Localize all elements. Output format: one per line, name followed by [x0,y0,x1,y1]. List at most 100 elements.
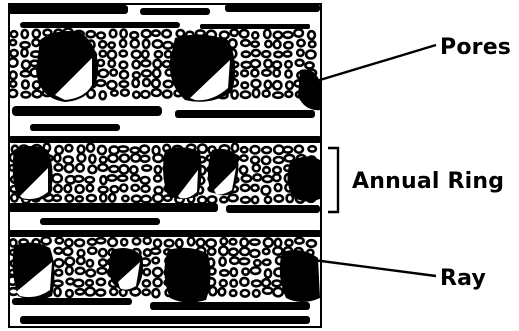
wood-cell [53,268,64,277]
wood-cell [250,183,260,193]
wood-cell [284,89,294,99]
wood-cell [95,31,107,40]
wood-cell [72,278,85,288]
wood-cell [153,49,164,59]
wood-cell [262,237,274,249]
wood-cell [140,58,152,68]
wood-cell [98,90,108,101]
wood-cell [64,265,74,276]
wood-cell [31,28,42,39]
wood-cell [271,279,283,288]
wood-cell [206,246,217,257]
wood-cell [260,68,272,78]
wood-cell [196,143,208,154]
wood-cell [131,77,141,89]
wood-cell [9,48,20,58]
wood-cell [106,236,119,248]
wood-cell [251,87,261,99]
wood-cell [248,248,261,259]
wood-cell [304,61,315,70]
wood-cell [107,58,117,69]
wood-cell [109,184,120,194]
wood-cell [139,175,151,185]
wood-cell [240,174,253,184]
pore [298,69,322,111]
wood-cell [249,58,262,69]
wood-cell [271,91,284,100]
wood-cell [248,238,261,246]
wood-cell [74,162,86,173]
wood-cell [151,287,161,299]
wood-cell [263,58,274,69]
wood-cell [98,155,108,165]
wood-cell [73,238,86,248]
wood-cell [251,30,260,40]
wood-cell [130,183,141,193]
wood-cell [97,162,109,173]
leader-lines [297,43,437,278]
wood-cell [119,183,129,193]
large-pores [12,31,322,303]
wood-cell [140,69,153,78]
wood-cell [239,145,249,154]
wood-cell [227,193,239,203]
wood-cell [119,237,129,247]
wood-cell [218,245,230,257]
wood-cell [239,90,252,100]
wood-cell [85,258,95,268]
wood-cell [304,49,317,60]
wood-cell [261,258,272,267]
wood-cell [53,286,62,298]
wood-cell [272,286,285,298]
wood-cell [75,255,86,266]
wood-cell [228,237,238,246]
wood-cell [285,193,295,204]
wood-cell [86,246,98,256]
wood-cell [307,144,318,153]
wood-cell [150,29,161,38]
wood-cell [131,90,141,100]
wood-cell [62,246,74,257]
wood-cell [106,79,118,91]
wood-cell [250,78,262,89]
wood-cell [240,38,252,48]
wood-cell [118,49,129,58]
wood-cell [252,173,263,182]
wood-cell [119,28,128,39]
wood-cell [239,183,251,193]
pore [279,250,320,302]
wood-cell [218,278,229,288]
wood-cell [141,288,152,297]
wood-cell [131,236,142,246]
wood-cell [142,267,152,277]
wood-cell [118,153,131,164]
wood-cell [118,38,128,49]
wood-cell [238,257,251,266]
wood-cell [163,238,175,248]
wood-cell [141,164,153,172]
wood-cell [131,59,142,70]
wood-cell [218,268,230,277]
wood-cell [207,285,218,297]
wood-block-illustration [8,3,322,328]
wood-cell [282,50,293,58]
wood-cell [40,235,52,246]
wood-cell [9,192,19,203]
wood-cell [261,165,272,175]
wood-cell [272,30,284,40]
wood-cell [260,49,272,59]
wood-cell [76,152,87,164]
wood-cell [108,28,118,39]
wood-cell [94,288,107,297]
wood-cell [64,193,75,204]
wood-cell [306,29,317,41]
wood-cell [293,144,305,154]
wood-cell [140,28,153,39]
wood-cell [140,184,151,194]
wood-cell [263,268,273,279]
wood-cell [84,175,96,184]
wood-cell [227,247,239,257]
wood-cell [261,145,273,155]
wood-cell [260,184,272,196]
wood-cell [239,276,250,287]
